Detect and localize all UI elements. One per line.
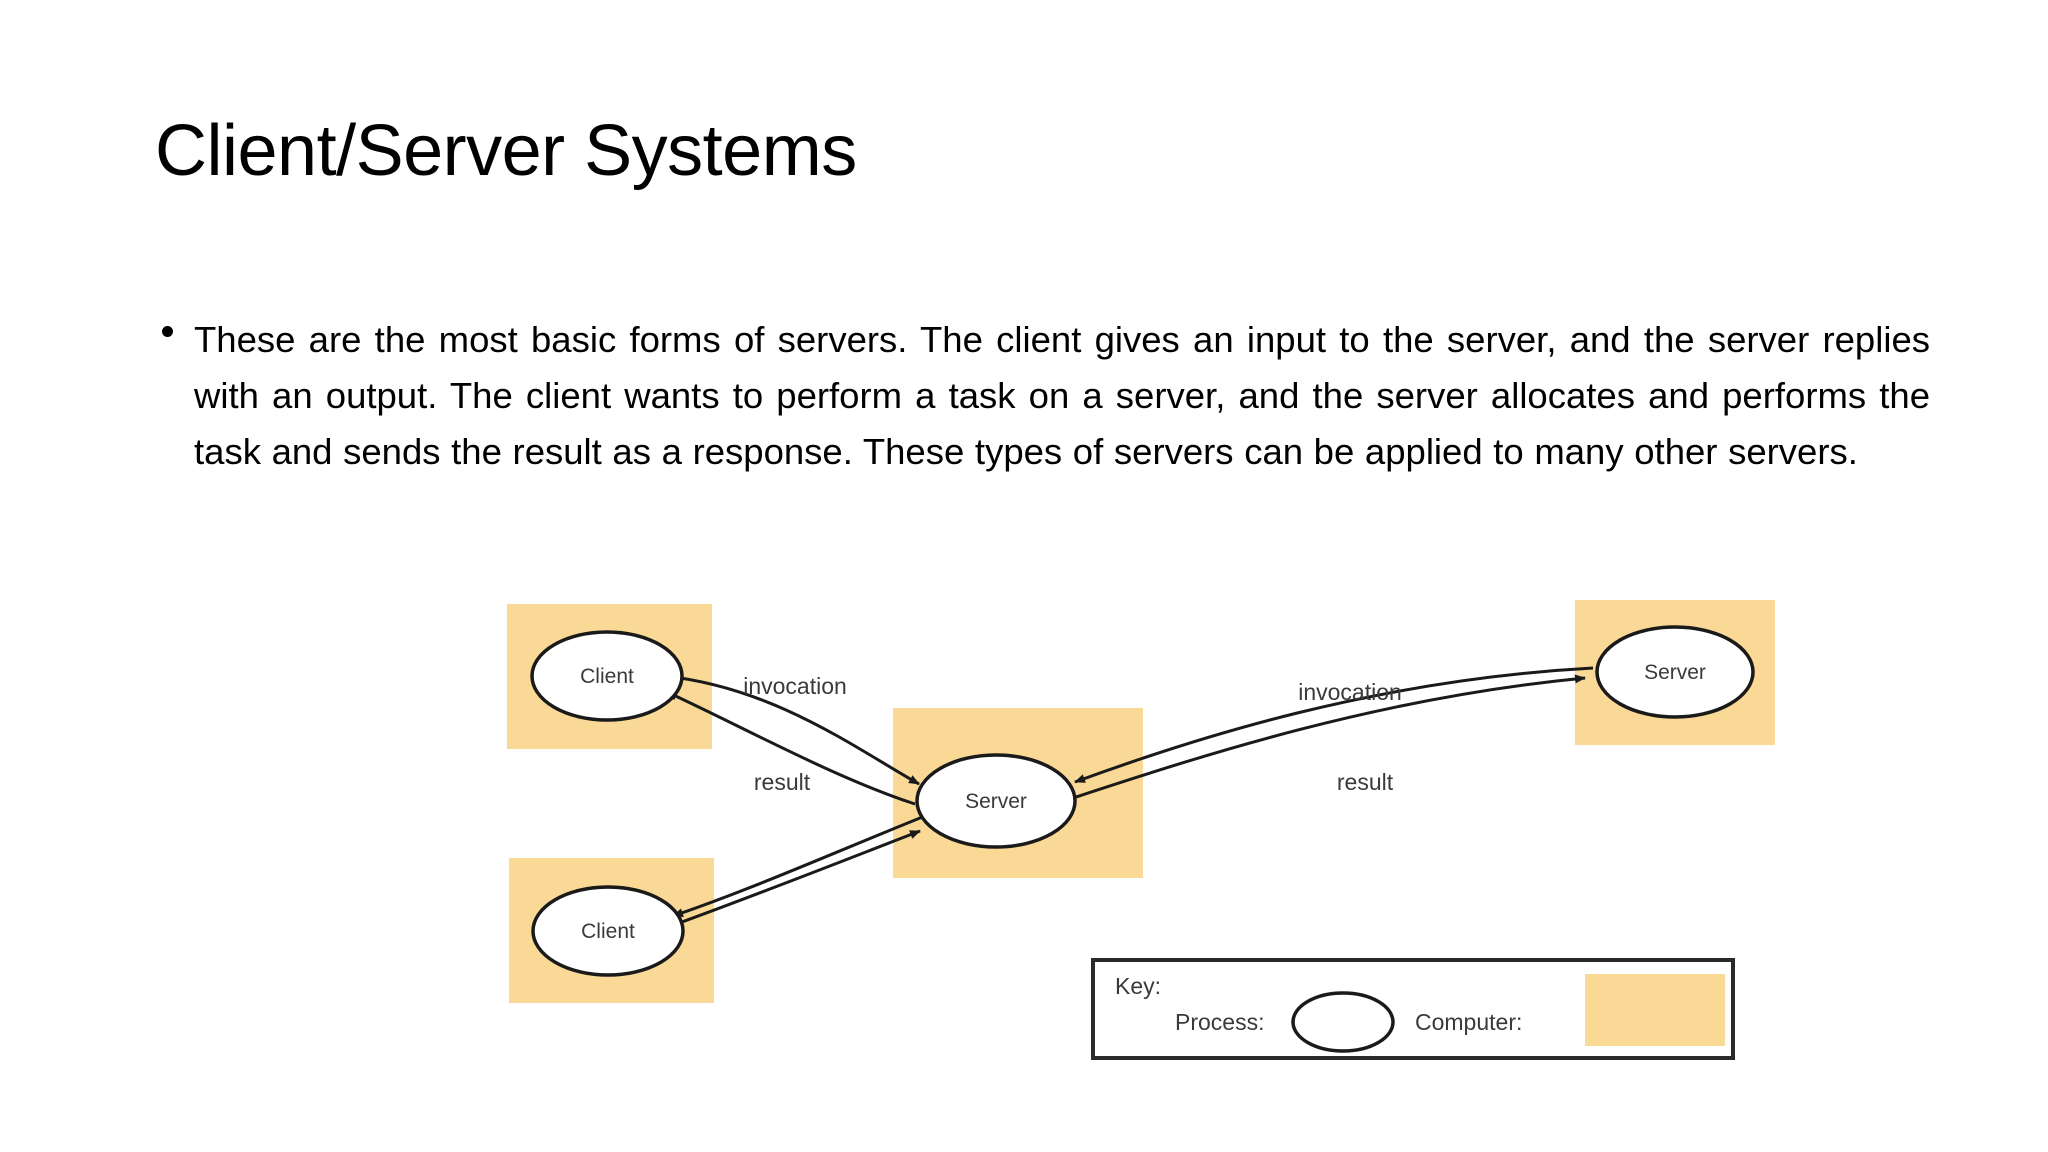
key-process-label: Process: — [1175, 1009, 1264, 1035]
edge-label-result-left: result — [754, 769, 811, 795]
node-client-bottom: Client — [531, 885, 685, 977]
node-label: Client — [581, 920, 635, 943]
bullet-text: These are the most basic forms of server… — [194, 319, 1930, 472]
edge-invocation-left-bottom — [670, 829, 921, 928]
list-item: These are the most basic forms of server… — [152, 312, 1930, 480]
node-client-top: Client — [530, 630, 684, 722]
body-content: These are the most basic forms of server… — [152, 312, 1930, 480]
bullet-marker-icon — [162, 326, 173, 337]
edge-label-invocation-right: invocation — [1298, 679, 1402, 705]
diagram-key: Key: Process: Computer: — [1091, 958, 1735, 1060]
node-server-center: Server — [915, 753, 1077, 849]
edge-invocation-left — [664, 674, 920, 786]
edge-invocation-right — [1072, 674, 1586, 800]
edge-label-result-right: result — [1337, 769, 1394, 795]
node-label: Server — [1644, 661, 1706, 684]
key-process-icon — [1291, 991, 1395, 1053]
edge-label-invocation-left: invocation — [743, 673, 847, 699]
key-title: Key: — [1115, 973, 1161, 999]
page-title: Client/Server Systems — [155, 111, 857, 191]
edge-result-right — [1074, 666, 1594, 784]
edge-result-left — [666, 690, 916, 806]
node-label: Server — [965, 790, 1027, 813]
edge-result-left-bottom — [672, 814, 926, 918]
node-label: Client — [580, 665, 634, 688]
node-server-right: Server — [1595, 625, 1755, 719]
key-computer-icon — [1585, 974, 1725, 1046]
key-computer-label: Computer: — [1415, 1009, 1522, 1035]
client-server-diagram: Client Client Server Server invocation r… — [495, 588, 1855, 1098]
